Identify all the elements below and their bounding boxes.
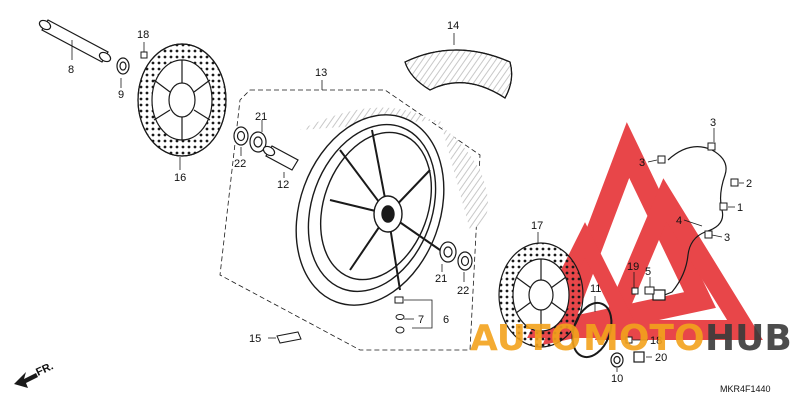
brake-disc-part-17 (498, 242, 584, 348)
clip-part-3b (657, 155, 666, 164)
label-part-10: 10 (611, 373, 623, 385)
direction-label: FR. (34, 360, 55, 378)
bolt-part-18-bottom (625, 336, 633, 344)
label-part-4: 4 (676, 215, 682, 227)
wheel-hatch-shadow (300, 107, 488, 230)
label-part-2: 2 (746, 178, 752, 190)
label-part-18: 18 (137, 29, 149, 41)
watermark-text: AUTO MOTO HUB (470, 318, 792, 359)
label-part-11: 11 (590, 283, 601, 295)
collar-part-9 (116, 57, 130, 75)
wheel-part-13 (295, 114, 445, 306)
label-part-6: 6 (443, 314, 449, 326)
brake-disc-part-16 (137, 43, 227, 157)
label-part-21: 21 (255, 111, 267, 123)
pulser-ring-part-11 (571, 301, 613, 359)
bolt-part-20 (633, 351, 645, 363)
bolt-part-19 (631, 287, 639, 295)
valve-part-6-7 (394, 296, 405, 334)
label-part-9: 9 (118, 89, 124, 101)
balance-weight-part-15 (276, 331, 302, 344)
spacer-part-12 (262, 145, 299, 171)
label-part-3-top: 3 (710, 117, 716, 129)
label-part-15: 15 (249, 333, 261, 345)
seal-part-22-left (233, 126, 249, 146)
label-part-8: 8 (68, 64, 74, 76)
watermark-text-part1: AUTO (470, 318, 581, 359)
label-part-18-bottom: 18 (650, 335, 662, 347)
bolt-part-18-top (140, 51, 148, 59)
label-part-19: 19 (627, 261, 639, 273)
label-part-16: 16 (174, 172, 186, 184)
clip-part-3a (707, 142, 716, 151)
clip-part-2 (730, 178, 739, 187)
label-part-14: 14 (447, 20, 459, 32)
bearing-part-21-right (439, 241, 457, 263)
bearing-part-21-left (249, 131, 267, 153)
label-part-12: 12 (277, 179, 289, 191)
collar-part-10 (610, 352, 624, 368)
clip-part-1 (719, 202, 728, 211)
label-part-21-right: 21 (435, 273, 447, 285)
clip-part-3c (704, 230, 713, 239)
tire-part-14 (404, 49, 513, 99)
label-part-22: 22 (234, 158, 246, 170)
watermark-text-part2: MOTO (583, 318, 705, 359)
label-part-3-low: 3 (724, 232, 730, 244)
part-labels: 8 9 18 16 13 14 21 22 12 21 22 7 6 15 17… (68, 20, 752, 385)
label-part-17: 17 (531, 220, 543, 232)
front-direction-indicator: FR. (14, 360, 55, 388)
direction-arrow-icon (14, 372, 38, 388)
diagram-code: MKR4F1440 (720, 384, 771, 394)
label-part-13: 13 (315, 67, 327, 79)
label-part-7: 7 (418, 314, 424, 326)
label-part-1: 1 (737, 202, 743, 214)
label-part-20: 20 (655, 352, 667, 364)
axle-part-8 (38, 19, 112, 63)
label-part-3-mid: 3 (639, 157, 645, 169)
watermark-text-part3: HUB (705, 318, 792, 359)
seal-part-22-right (457, 251, 473, 271)
label-part-5: 5 (645, 266, 651, 278)
label-part-22-right: 22 (457, 285, 469, 297)
clamp-part-5 (644, 286, 655, 295)
leader-lines (71, 33, 744, 372)
